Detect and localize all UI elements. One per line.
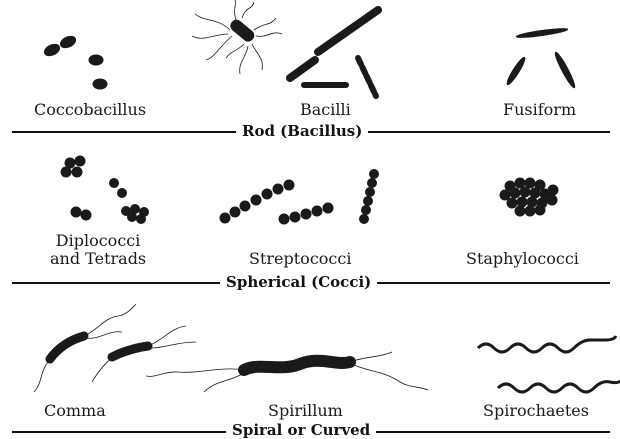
spirillum-drawing <box>146 352 428 392</box>
comma-label: Comma <box>44 402 106 420</box>
spirochaetes-label: Spirochaetes <box>483 402 589 420</box>
coccobacillus-label: Coccobacillus <box>34 101 146 119</box>
diplococci-tetrads-drawing <box>61 156 149 224</box>
streptococci-drawing <box>220 170 379 225</box>
section-title-spherical: Spherical (Cocci) <box>220 273 377 291</box>
fusiform-drawing <box>505 27 577 89</box>
section-title-rod: Rod (Bacillus) <box>236 122 368 140</box>
bacillus-body-drawing <box>229 18 256 43</box>
staphylococci-label: Staphylococci <box>466 250 579 268</box>
streptococci-label: Streptococci <box>249 250 351 268</box>
fusiform-label: Fusiform <box>503 101 576 119</box>
staphylococci-drawing <box>500 178 558 216</box>
diplococci-tetrads-label: Diplococci and Tetrads <box>50 232 146 268</box>
section-title-spiral: Spiral or Curved <box>226 421 376 439</box>
flagellated-bacillus-drawing <box>192 0 282 74</box>
comma-drawing <box>34 304 196 392</box>
spirochaetes-drawing <box>478 336 620 392</box>
coccobacillus-drawing <box>43 34 107 89</box>
bacilli-drawing <box>290 10 378 96</box>
spirillum-label: Spirillum <box>268 402 343 420</box>
bacilli-label: Bacilli <box>300 101 351 119</box>
